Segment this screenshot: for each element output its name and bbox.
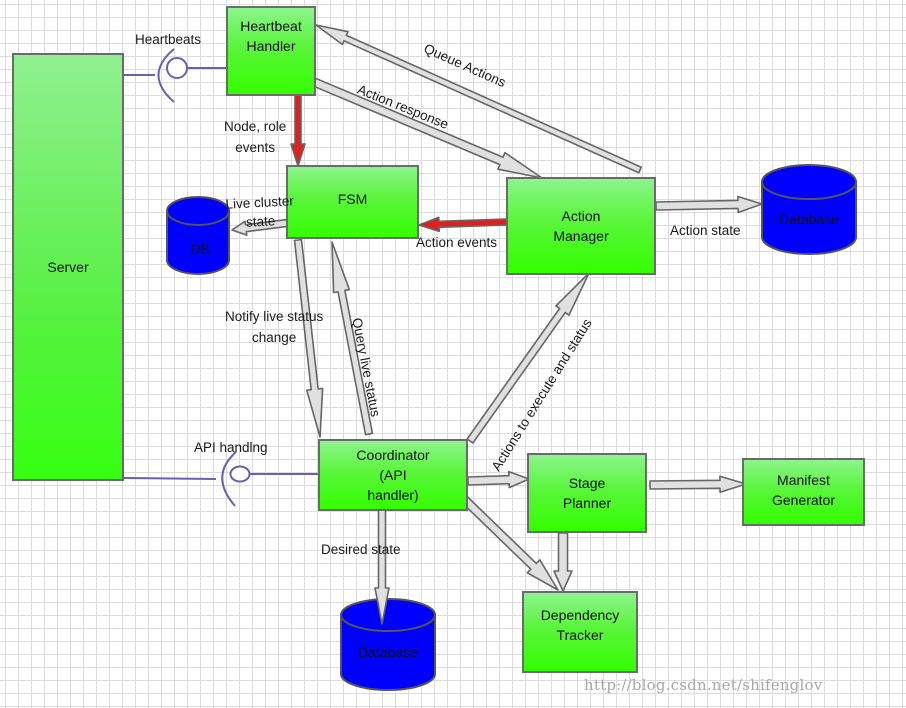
interfaces-layer <box>123 48 320 507</box>
coordinator-to-stage-planner-arrow[interactable] <box>467 470 530 489</box>
coordinator-node[interactable]: Coordinator (API handler) <box>318 439 468 511</box>
desired-state-arrow[interactable] <box>374 509 390 625</box>
label-live-cluster-state: Live cluster state <box>225 193 295 230</box>
fsm-label: FSM <box>337 191 368 207</box>
heartbeat-handler-label: Heartbeat Handler <box>240 18 302 54</box>
api-connector-line <box>123 477 217 480</box>
watermark: http://blog.csdn.net/shifenglov <box>584 676 823 694</box>
label-desired-state: Desired state <box>321 542 401 557</box>
dependency-tracker-node[interactable]: Dependency Tracker <box>522 591 638 673</box>
query-live-status-arrow[interactable] <box>331 241 374 436</box>
actions-to-execute-arrow[interactable] <box>466 272 590 444</box>
db-action-cylinder[interactable] <box>761 164 857 255</box>
coordinator-label: Coordinator (API handler) <box>356 447 430 503</box>
db-small-cylinder[interactable] <box>166 196 230 275</box>
fsm-node[interactable]: FSM <box>286 165 419 239</box>
server-node[interactable]: Server <box>12 53 124 481</box>
heartbeats-socket-icon <box>157 48 175 103</box>
stage-planner-to-manifest-arrow[interactable] <box>649 475 747 494</box>
label-action-events: Action events <box>416 235 498 250</box>
action-manager-node[interactable]: Action Manager <box>506 177 656 275</box>
action-response-arrow[interactable] <box>311 77 543 179</box>
live-cluster-state-arrow[interactable] <box>231 218 289 236</box>
api-socket-icon <box>221 451 237 507</box>
label-api-handling: API handlng <box>194 440 268 455</box>
stage-planner-label: Stage Planner <box>562 475 612 511</box>
label-node-role-events: Node, role events <box>224 119 287 155</box>
api-ball-icon <box>229 465 251 483</box>
label-heartbeats: Heartbeats <box>135 32 202 47</box>
server-label: Server <box>47 259 89 275</box>
arrows-layer <box>231 24 763 592</box>
node-role-events-arrow[interactable] <box>290 91 306 167</box>
dependency-tracker-label: Dependency Tracker <box>540 607 620 643</box>
label-notify-live-status: Notify live status change <box>225 309 324 345</box>
heartbeats-ball-icon <box>166 57 188 79</box>
db-small-label: DB <box>190 241 210 257</box>
stage-planner-to-dependency-arrow[interactable] <box>553 532 573 592</box>
queue-actions-arrow[interactable] <box>315 24 643 174</box>
db-action-label: Database <box>779 211 839 227</box>
db-desired-cylinder[interactable] <box>340 598 436 691</box>
databases-layer <box>166 164 857 691</box>
stage-planner-node[interactable]: Stage Planner <box>527 453 647 533</box>
heartbeat-handler-node[interactable]: Heartbeat Handler <box>226 6 316 96</box>
notify-live-status-arrow[interactable] <box>293 238 324 438</box>
manifest-generator-label: Manifest Generator <box>771 472 836 508</box>
action-state-arrow[interactable] <box>655 195 763 214</box>
coordinator-to-dependency-arrow[interactable] <box>461 496 559 591</box>
manifest-generator-node[interactable]: Manifest Generator <box>742 458 865 526</box>
label-action-state: Action state <box>670 223 741 238</box>
db-desired-label: Database <box>358 644 418 660</box>
action-manager-label: Action Manager <box>553 208 609 244</box>
action-events-arrow[interactable] <box>418 216 508 233</box>
